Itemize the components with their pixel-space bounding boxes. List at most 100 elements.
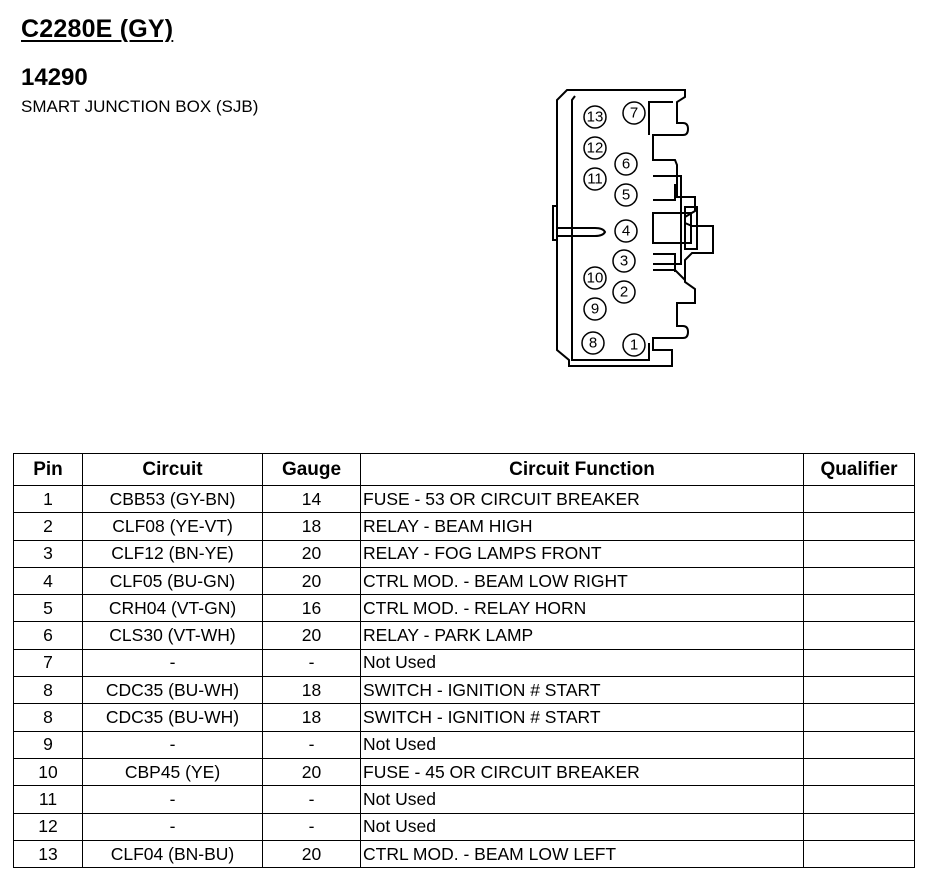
cell-gauge: 20 <box>262 757 361 787</box>
cell-circuit: CLF08 (YE-VT) <box>82 512 263 541</box>
connector-title: C2280E (GY) <box>21 15 174 43</box>
pin-label: 9 <box>591 301 599 318</box>
cell-qualifier <box>803 512 915 541</box>
cell-circuit: CLF04 (BN-BU) <box>82 839 263 869</box>
cell-pin: 6 <box>13 621 83 650</box>
cell-gauge: 20 <box>262 539 361 568</box>
cell-gauge: - <box>262 648 361 678</box>
cell-function: Not Used <box>360 730 804 759</box>
header-pin: Pin <box>13 453 83 486</box>
pin-label: 6 <box>622 156 630 173</box>
cell-pin: 12 <box>13 812 83 841</box>
cell-gauge: 18 <box>262 676 361 705</box>
cell-qualifier <box>803 594 915 623</box>
cell-qualifier <box>803 566 915 596</box>
pin-label: 5 <box>622 187 630 204</box>
cell-gauge: 18 <box>262 512 361 541</box>
cell-pin: 10 <box>13 757 83 787</box>
cell-qualifier <box>803 730 915 759</box>
table-row: 11--Not Used <box>13 785 915 814</box>
cell-function: CTRL MOD. - BEAM LOW RIGHT <box>360 566 804 596</box>
cell-pin: 3 <box>13 539 83 568</box>
cell-qualifier <box>803 539 915 568</box>
cell-function: Not Used <box>360 785 804 814</box>
cell-function: FUSE - 53 OR CIRCUIT BREAKER <box>360 484 804 514</box>
cell-pin: 9 <box>13 730 83 759</box>
cell-function: Not Used <box>360 648 804 678</box>
cell-circuit: CLF12 (BN-YE) <box>82 539 263 568</box>
cell-function: SWITCH - IGNITION # START <box>360 703 804 732</box>
cell-function: RELAY - FOG LAMPS FRONT <box>360 539 804 568</box>
header-qualifier: Qualifier <box>803 453 915 486</box>
cell-pin: 1 <box>13 484 83 514</box>
cell-pin: 2 <box>13 512 83 541</box>
cell-function: CTRL MOD. - RELAY HORN <box>360 594 804 623</box>
cell-pin: 4 <box>13 566 83 596</box>
pin-label: 12 <box>587 140 604 157</box>
pin-label: 10 <box>587 270 604 287</box>
header-gauge: Gauge <box>262 453 361 486</box>
cell-circuit: - <box>82 785 263 814</box>
header-circuit: Circuit <box>82 453 263 486</box>
cell-gauge: - <box>262 785 361 814</box>
header-function: Circuit Function <box>360 453 804 486</box>
cell-qualifier <box>803 648 915 678</box>
connector-diagram: 13 7 12 6 11 5 4 3 10 2 9 8 1 <box>545 80 725 380</box>
cell-circuit: CLF05 (BU-GN) <box>82 566 263 596</box>
cell-circuit: - <box>82 812 263 841</box>
cell-qualifier <box>803 785 915 814</box>
cell-function: RELAY - PARK LAMP <box>360 621 804 650</box>
cell-gauge: 16 <box>262 594 361 623</box>
cell-function: RELAY - BEAM HIGH <box>360 512 804 541</box>
cell-gauge: 14 <box>262 484 361 514</box>
pin-label: 4 <box>622 223 630 240</box>
cell-pin: 11 <box>13 785 83 814</box>
cell-gauge: - <box>262 812 361 841</box>
table-header-row: Pin Circuit Gauge Circuit Function Quali… <box>13 453 915 486</box>
pin-label: 7 <box>630 105 638 122</box>
cell-circuit: - <box>82 648 263 678</box>
cell-circuit: CBP45 (YE) <box>82 757 263 787</box>
cell-function: Not Used <box>360 812 804 841</box>
cell-circuit: CDC35 (BU-WH) <box>82 676 263 705</box>
cell-pin: 8 <box>13 703 83 732</box>
cell-qualifier <box>803 621 915 650</box>
cell-qualifier <box>803 839 915 869</box>
cell-qualifier <box>803 676 915 705</box>
cell-circuit: CDC35 (BU-WH) <box>82 703 263 732</box>
cell-pin: 5 <box>13 594 83 623</box>
cell-gauge: 20 <box>262 839 361 869</box>
cell-circuit: - <box>82 730 263 759</box>
cell-circuit: CRH04 (VT-GN) <box>82 594 263 623</box>
cell-qualifier <box>803 703 915 732</box>
pin-label: 11 <box>587 171 603 188</box>
pin-label: 1 <box>630 337 638 354</box>
cell-function: FUSE - 45 OR CIRCUIT BREAKER <box>360 757 804 787</box>
part-number: 14290 <box>21 64 88 91</box>
cell-pin: 7 <box>13 648 83 678</box>
table-row: 9--Not Used <box>13 730 915 759</box>
cell-gauge: - <box>262 730 361 759</box>
pin-label: 8 <box>589 335 597 352</box>
table-row: 7--Not Used <box>13 648 915 678</box>
cell-gauge: 18 <box>262 703 361 732</box>
pin-label: 2 <box>620 284 628 301</box>
cell-gauge: 20 <box>262 621 361 650</box>
cell-function: CTRL MOD. - BEAM LOW LEFT <box>360 839 804 869</box>
cell-qualifier <box>803 757 915 787</box>
cell-qualifier <box>803 484 915 514</box>
cell-qualifier <box>803 812 915 841</box>
cell-function: SWITCH - IGNITION # START <box>360 676 804 705</box>
pin-label: 13 <box>587 109 604 126</box>
cell-gauge: 20 <box>262 566 361 596</box>
cell-pin: 13 <box>13 839 83 869</box>
